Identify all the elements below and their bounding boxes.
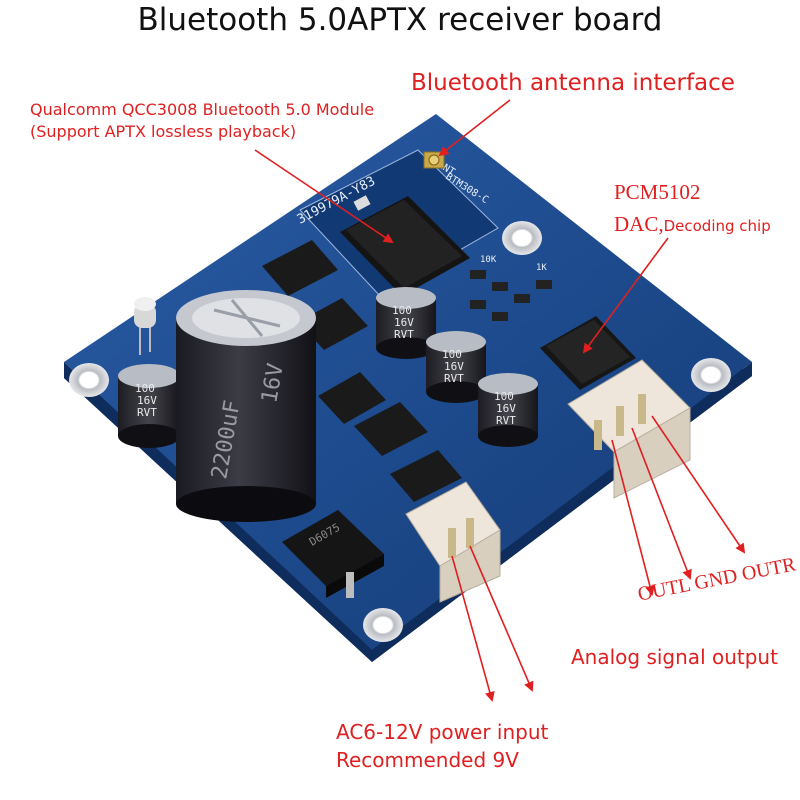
power-pos-arrow (451, 555, 495, 702)
cap-voltage-marking: 16V (496, 402, 516, 415)
cap-voltage-marking: 16V (444, 360, 464, 373)
mounting-hole (502, 221, 542, 255)
small-capacitor: 100 16V RVT (426, 331, 486, 403)
cap-value-marking: 100 (135, 382, 155, 395)
outl-arrow (611, 439, 655, 596)
dac-label-line1: PCM5102 (614, 180, 701, 204)
dac-arrow (582, 237, 669, 354)
page-title: Bluetooth 5.0APTX receiver board (137, 2, 663, 38)
analog-output-label: Analog signal output (571, 645, 778, 669)
small-capacitor: 100 16V RVT (118, 364, 180, 448)
power-label-line2: Recommended 9V (336, 748, 519, 772)
mounting-hole (69, 363, 109, 397)
cap-value-marking: 100 (442, 348, 462, 361)
cap-voltage-marking: 16V (137, 394, 157, 407)
dac-label-line2: DAC,Decoding chip (614, 212, 771, 237)
cap-voltage-marking: 16V (394, 316, 414, 329)
audio-output-connector (567, 359, 691, 499)
small-capacitor: 100 16V RVT (376, 287, 436, 359)
annotation-arrows (254, 99, 746, 702)
led (134, 297, 156, 355)
cap-brand-marking: RVT (394, 328, 414, 341)
cap-brand-marking: RVT (496, 414, 516, 427)
cap-brand-marking: RVT (444, 372, 464, 385)
mounting-holes (69, 221, 731, 642)
large-capacitor: 2200uF 16V (176, 290, 316, 522)
cap-brand-marking: RVT (137, 406, 157, 419)
power-label-line1: AC6-12V power input (336, 720, 549, 744)
voltage-regulator: D6075 (282, 510, 384, 598)
small-capacitor: 100 16V RVT (478, 373, 538, 447)
module-label-line2: (Support APTX lossless playback) (30, 122, 297, 141)
antenna-label: Bluetooth antenna interface (411, 70, 735, 96)
cap-value-marking: 100 (392, 304, 412, 317)
ic-chips (262, 240, 462, 502)
resistor-10k-marking: 10K (480, 255, 497, 265)
outr-arrow (651, 415, 746, 554)
mounting-hole (691, 358, 731, 392)
power-connector (405, 481, 501, 603)
resistor-1k-marking: 1K (536, 263, 547, 273)
module-label-line1: Qualcomm QCC3008 Bluetooth 5.0 Module (30, 100, 375, 119)
dac-suffix: Decoding chip (663, 217, 771, 235)
smd-resistors: 1K 10K (470, 255, 552, 321)
gnd-arrow (631, 427, 692, 580)
cap-value-marking: 100 (494, 390, 514, 403)
module-arrow (254, 149, 394, 244)
antenna-arrow (438, 99, 511, 157)
mounting-hole (363, 608, 403, 642)
dac-prefix: DAC, (614, 212, 664, 236)
power-neg-arrow (469, 545, 534, 692)
